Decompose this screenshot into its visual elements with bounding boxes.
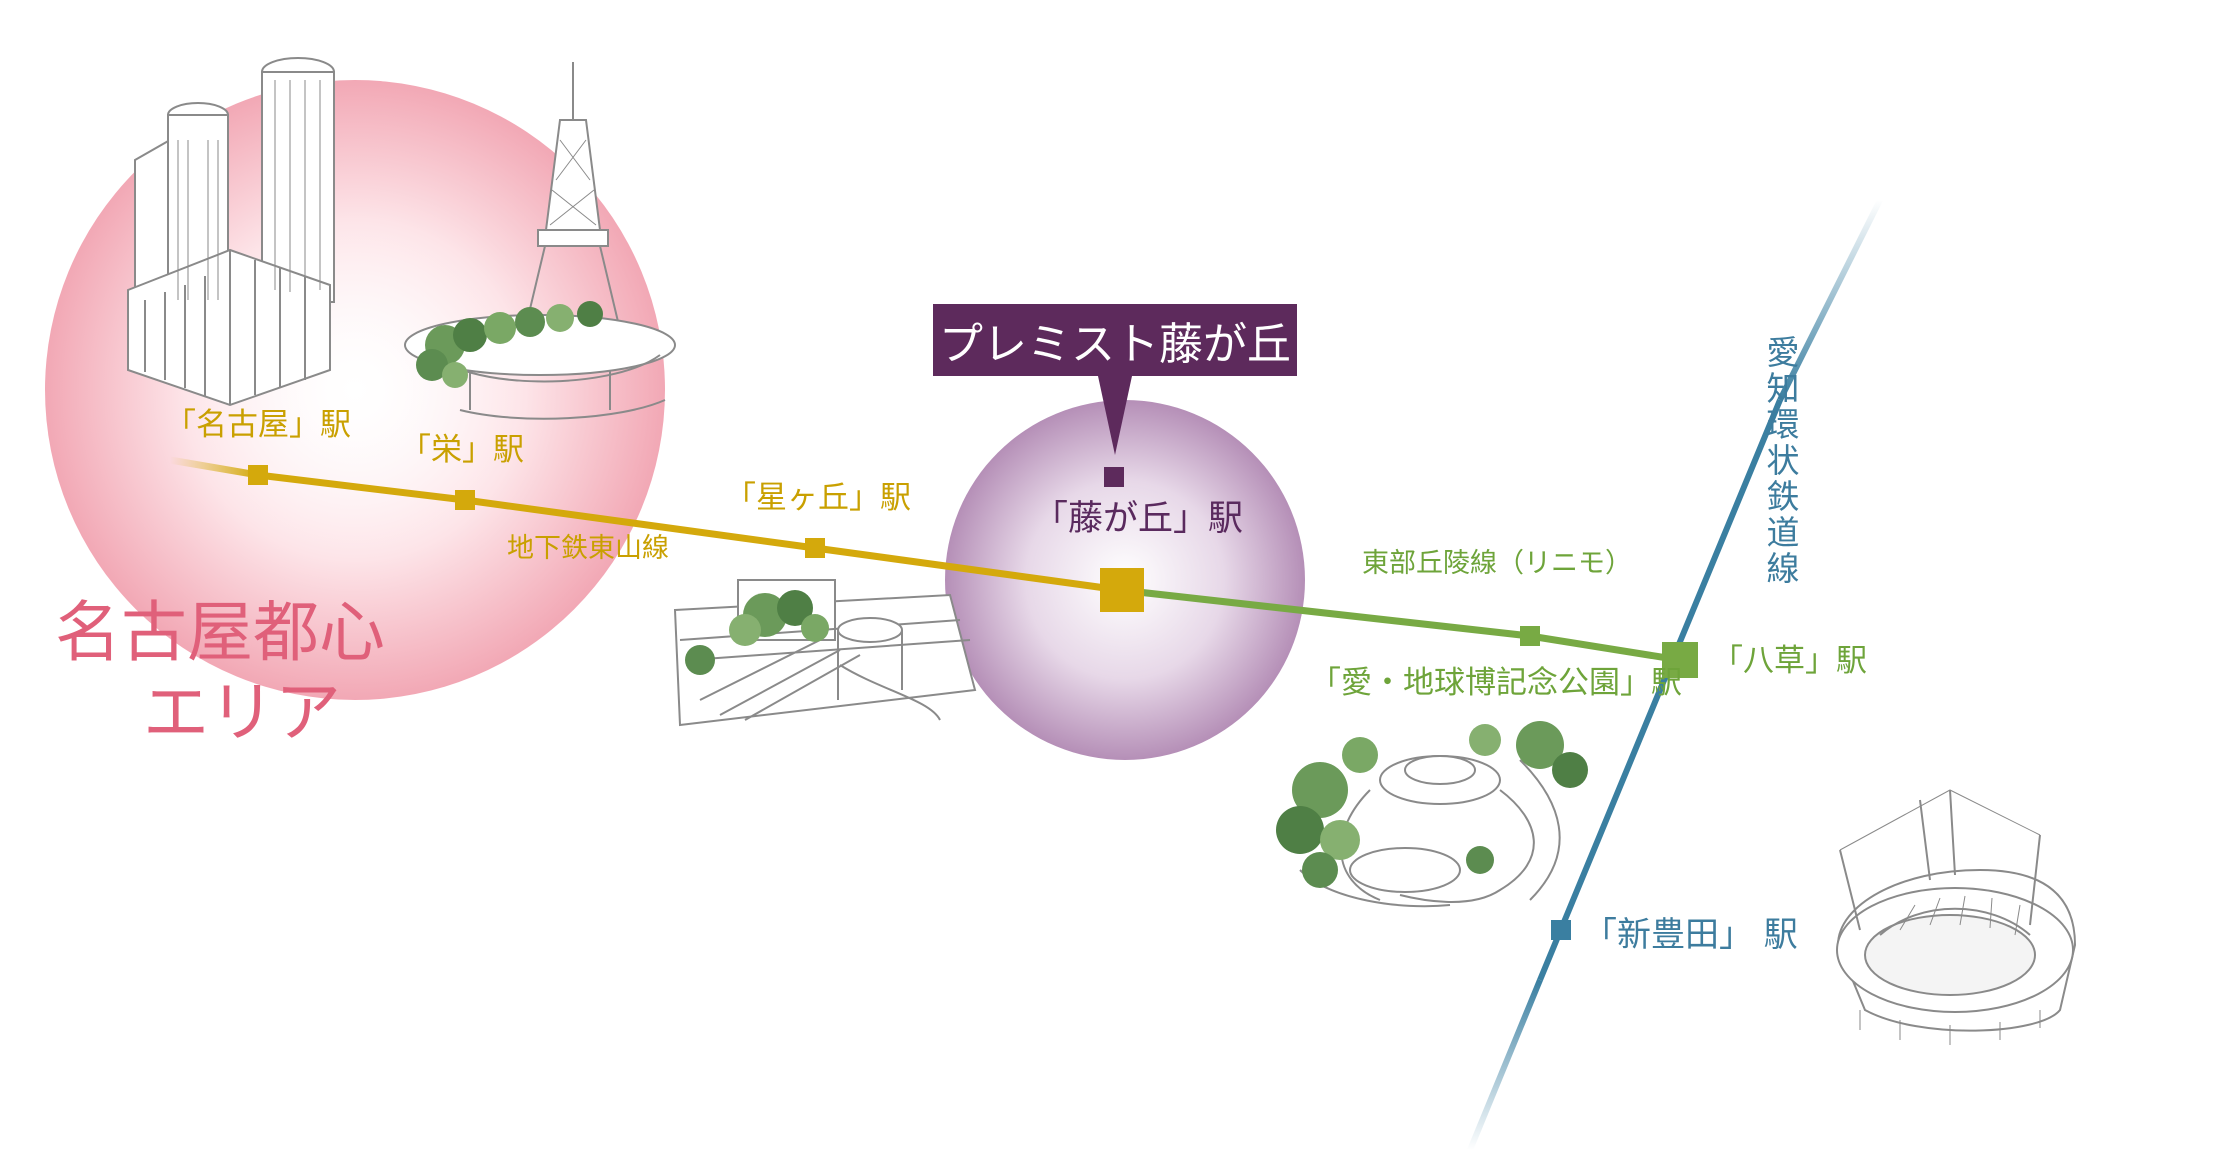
line-label-aichi-loop: 愛知環状鉄道線: [1761, 335, 1800, 587]
station-marker-hoshigaoka: [805, 538, 825, 558]
higashiyama-line: [257, 471, 1121, 594]
nagoya-area-title: 名古屋都心: [55, 594, 385, 671]
hoshigaoka-terrace: [673, 579, 977, 727]
higashiyama-line-fade: [169, 456, 259, 479]
nagoya-area-subtitle: エリア: [143, 674, 341, 751]
expo-memorial-park: [1276, 721, 1588, 908]
aichi-loop-line: [1537, 398, 1783, 982]
station-marker-sakae: [455, 490, 475, 510]
callout-pointer: [1098, 376, 1132, 455]
line-label-linimo: 東部丘陵線（リニモ）: [1362, 548, 1632, 579]
aichi-loop-line-top: [1777, 198, 1883, 402]
station-marker-yakusa: [1662, 642, 1698, 678]
station-shintoyota: 「新豊田」 駅: [1583, 915, 1798, 955]
property-callout: プレミスト藤が丘: [933, 304, 1297, 376]
station-marker-fujigaoka: [1100, 568, 1144, 612]
station-nagoya: 「名古屋」駅: [165, 407, 351, 443]
aichi-loop-line-bottom: [1467, 978, 1543, 1152]
station-hoshigaoka: 「星ヶ丘」駅: [725, 480, 911, 516]
station-marker-nagoya: [248, 465, 268, 485]
property-marker: [1104, 467, 1124, 487]
station-sakae: 「栄」駅: [400, 432, 524, 468]
station-yakusa: 「八草」駅: [1712, 643, 1867, 679]
station-marker-expo: [1520, 626, 1540, 646]
station-expo-park: 「愛・地球博記念公園」駅: [1310, 665, 1682, 701]
nagoya-tv-tower-oasis21: [404, 62, 676, 420]
station-fujigaoka: 「藤が丘」駅: [1033, 499, 1244, 539]
station-marker-shintoyota: [1551, 920, 1571, 940]
toyota-stadium: [1836, 789, 2077, 1045]
nagoya-twin-towers: [127, 57, 335, 407]
line-label-higashiyama: 地下鉄東山線: [507, 533, 669, 564]
